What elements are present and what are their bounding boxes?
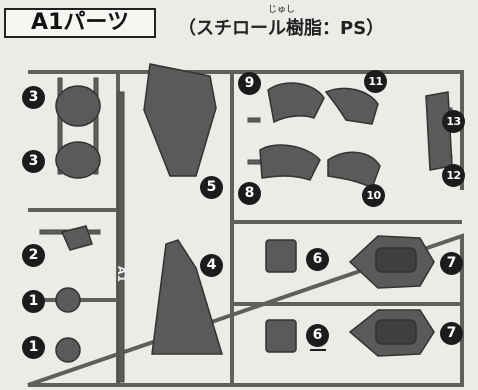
part-1b	[55, 337, 81, 363]
part-10	[327, 151, 381, 190]
runner-gates	[39, 77, 453, 383]
part-number-9: 9	[238, 72, 261, 95]
part-number-6-top: 6	[306, 248, 329, 271]
part-3a	[55, 85, 101, 127]
part-runner-title-box: A1パーツ	[4, 8, 156, 38]
part-number-7-top: 7	[440, 252, 463, 275]
part-number-11: 11	[364, 70, 387, 93]
part-number-6-underline	[310, 349, 326, 351]
part-8	[259, 144, 321, 181]
part-number-1-bottom: 1	[22, 336, 45, 359]
runner-spine-label: A1	[115, 266, 128, 283]
part-6b	[265, 319, 297, 353]
part-number-1-top: 1	[22, 290, 45, 313]
part-number-7-bottom: 7	[440, 322, 463, 345]
part-number-2: 2	[22, 244, 45, 267]
part-number-10: 10	[362, 184, 385, 207]
part-number-13: 13	[442, 110, 465, 133]
part-number-3-top: 3	[22, 86, 45, 109]
furigana-reading: じゅし	[268, 5, 296, 15]
material-label: （スチロール樹脂：PS）	[178, 18, 385, 39]
part-number-12: 12	[442, 164, 465, 187]
part-number-4: 4	[200, 254, 223, 277]
part-9	[267, 82, 325, 124]
part-4	[151, 239, 224, 355]
part-5	[143, 63, 217, 177]
part-6a	[265, 239, 297, 273]
part-number-3-bottom: 3	[22, 150, 45, 173]
part-number-8: 8	[238, 182, 261, 205]
part-number-5: 5	[200, 176, 223, 199]
part-number-6-bottom: 6	[306, 324, 329, 347]
part-11	[324, 87, 379, 125]
plastic-parts	[55, 63, 453, 363]
part-runner-title: A1パーツ	[31, 10, 129, 35]
part-1a	[55, 287, 81, 313]
part-2	[60, 225, 93, 251]
part-3b	[55, 141, 101, 179]
